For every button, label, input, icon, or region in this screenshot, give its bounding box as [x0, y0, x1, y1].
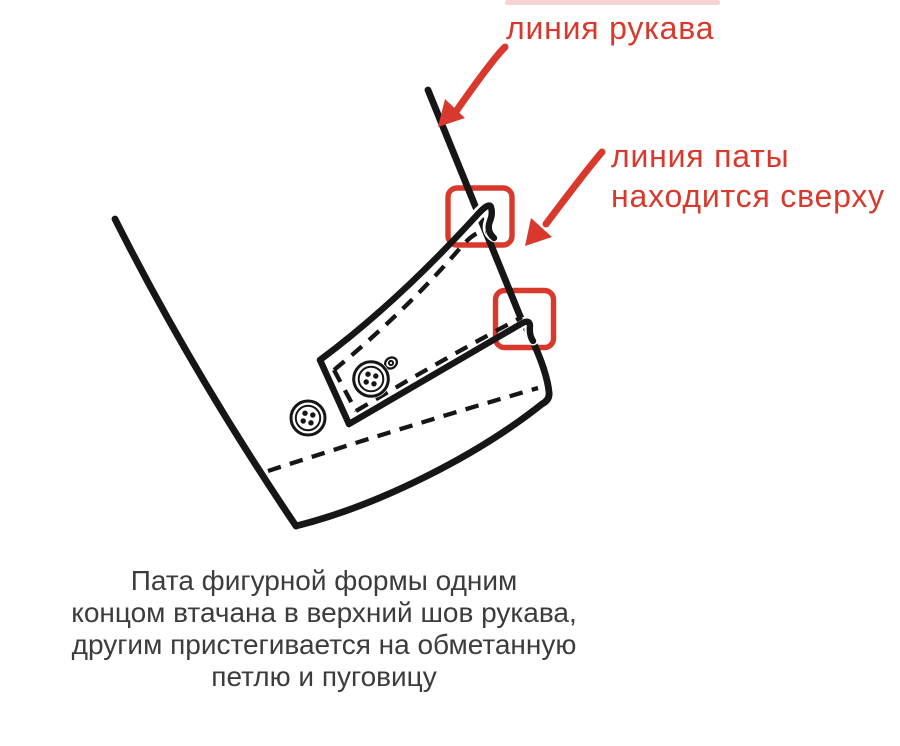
button-with-shank [351, 356, 399, 399]
hem-stitch-dashed [267, 385, 539, 474]
red-smear-artifact [505, 0, 720, 5]
tab-top-edge [316, 202, 498, 364]
tab-line-label-line2: находится сверху [611, 178, 885, 214]
tab-stitch-end-dashed [332, 368, 358, 413]
caption-line: Пата фигурной формы одним [130, 565, 518, 596]
highlight-box-tab-edge [492, 287, 557, 351]
arrow-to-sleeve-line-icon [438, 43, 509, 127]
tab-bottom-edge [345, 318, 537, 428]
button-holes-icon [300, 410, 316, 426]
caption-line: другим пристегивается на обметанную [71, 629, 577, 660]
button-shank-icon [383, 356, 399, 370]
sleeve-line-label: линия рукава [506, 10, 715, 46]
highlight-boxes [445, 185, 557, 351]
caption-line: концом втачана в верхний шов рукава, [71, 597, 577, 628]
tab-line-label-line1: линия паты [611, 138, 790, 174]
callout-arrows [438, 43, 606, 246]
sleeve-outline [111, 86, 553, 530]
highlight-box-tab-tip [445, 185, 515, 248]
arrow-to-tab-line-icon [525, 148, 606, 246]
sleeve-right-edge-and-hem [292, 86, 553, 530]
figure-caption: Пата фигурной формы одним концом втачана… [28, 565, 620, 693]
button-holes-icon [363, 371, 379, 387]
tab-stitch-bottom-dashed [354, 315, 524, 413]
tab-strap [316, 202, 537, 428]
tab-line-label: линия паты находится сверху [611, 136, 885, 216]
caption-line: петлю и пуговицу [211, 661, 437, 692]
spare-button [289, 399, 327, 437]
sleeve-left-edge [111, 215, 300, 530]
tab-end-cap [316, 356, 353, 428]
